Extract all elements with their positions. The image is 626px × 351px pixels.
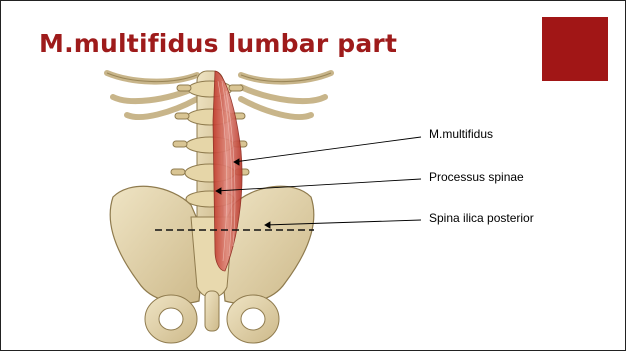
- label-multifidus: M.multifidus: [429, 127, 493, 141]
- label-processus-spinae: Processus spinae: [429, 170, 524, 184]
- label-spina-ilica-posterior: Spina ilica posterior: [429, 211, 534, 225]
